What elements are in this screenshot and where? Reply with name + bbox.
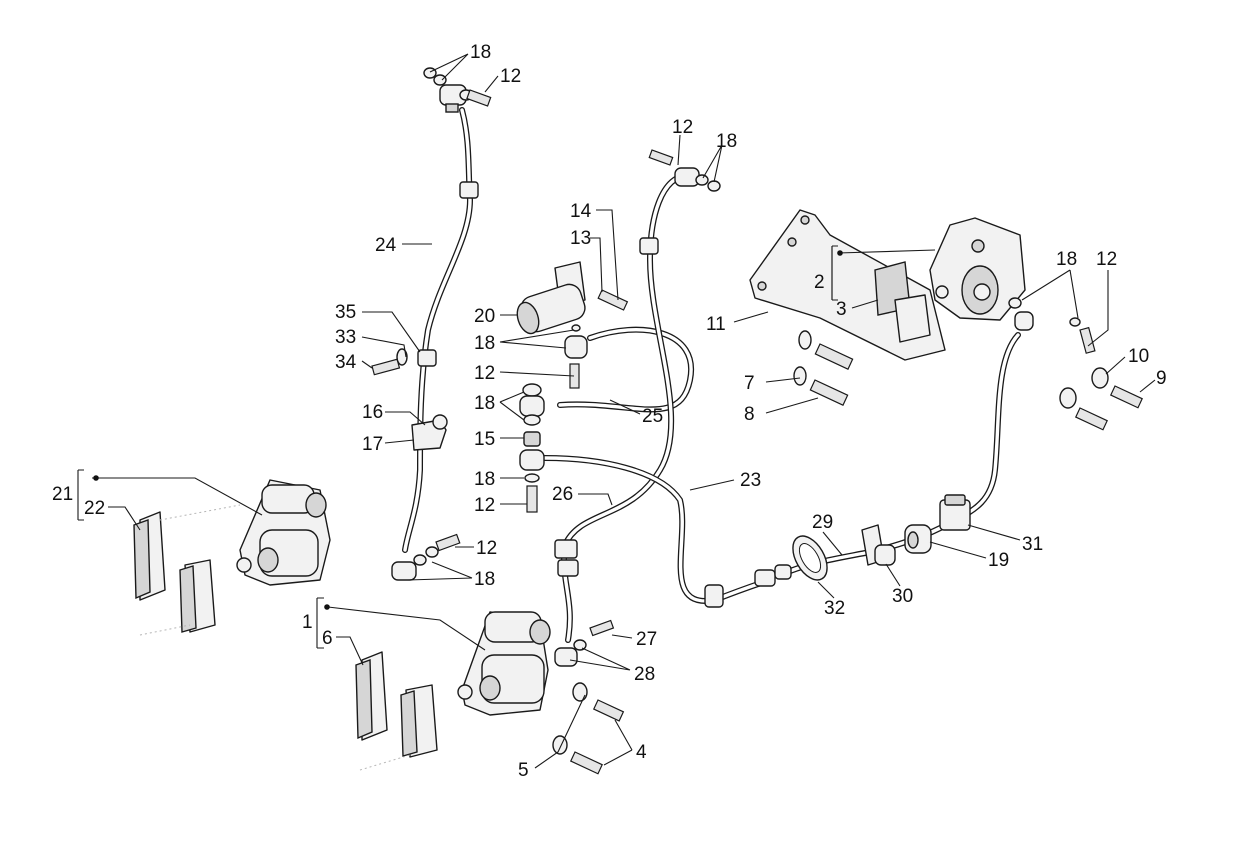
pressure-switch-20 bbox=[516, 261, 629, 335]
callout-12-center: 12 bbox=[474, 363, 495, 384]
caliper-bolt-9-10 bbox=[1059, 367, 1143, 431]
callout-12-center-b: 12 bbox=[474, 495, 495, 516]
callout-4: 4 bbox=[636, 742, 647, 763]
brake-pads-6 bbox=[355, 651, 438, 758]
callout-21: 21 bbox=[52, 484, 73, 505]
banjo-fitting-top-left bbox=[423, 67, 492, 113]
callout-18-center-c: 18 bbox=[474, 469, 495, 490]
callout-11: 11 bbox=[706, 314, 726, 335]
callout-3: 3 bbox=[836, 299, 847, 320]
callout-31: 31 bbox=[1022, 534, 1043, 555]
banjo-fitting-top-middle bbox=[648, 149, 721, 192]
callout-18-lower-left: 18 bbox=[474, 569, 495, 590]
callout-25: 25 bbox=[642, 406, 663, 427]
banjo-fitting-27-28 bbox=[554, 619, 615, 667]
callout-15: 15 bbox=[474, 429, 495, 450]
hose-clamp-31 bbox=[939, 494, 971, 531]
callout-6: 6 bbox=[322, 628, 333, 649]
banjo-fitting-rear bbox=[1008, 297, 1096, 354]
brake-pads-22 bbox=[133, 511, 216, 633]
pad-guide-line-left bbox=[139, 504, 241, 636]
callout-18-top-middle: 18 bbox=[716, 131, 737, 152]
caliper-bolt-4-upper bbox=[572, 682, 625, 722]
callout-12-top-left: 12 bbox=[500, 66, 521, 87]
callout-12-top-middle: 12 bbox=[672, 117, 693, 138]
hose-grommet-35 bbox=[417, 349, 437, 367]
callout-20: 20 bbox=[474, 306, 495, 327]
callout-5: 5 bbox=[518, 760, 529, 781]
hose-guide-16-17 bbox=[411, 414, 448, 451]
pad-guide-line-center bbox=[359, 754, 411, 771]
callout-1: 1 bbox=[302, 612, 313, 633]
callout-28: 28 bbox=[634, 664, 655, 685]
callout-24: 24 bbox=[375, 235, 397, 256]
callout-23: 23 bbox=[740, 470, 761, 491]
caliper-bolt-4-lower bbox=[552, 735, 603, 775]
brake-hose-24 bbox=[402, 107, 473, 553]
sensor-ring-32 bbox=[792, 535, 828, 581]
caliper-bracket-11 bbox=[749, 209, 946, 361]
callout-labels: 18 12 12 18 14 13 24 20 35 33 34 18 12 1… bbox=[52, 42, 1167, 781]
group-dot-2 bbox=[837, 250, 843, 256]
callout-18-top-left: 18 bbox=[470, 42, 491, 63]
callout-18-center-b: 18 bbox=[474, 393, 495, 414]
callout-27: 27 bbox=[636, 629, 657, 650]
callout-7: 7 bbox=[744, 373, 755, 394]
leader-lines bbox=[77, 53, 1156, 769]
hose-guide-19 bbox=[904, 524, 932, 554]
brake-hose-25 bbox=[557, 326, 695, 413]
callout-14: 14 bbox=[570, 201, 592, 222]
callout-9: 9 bbox=[1156, 368, 1167, 389]
callout-29: 29 bbox=[812, 512, 833, 533]
callout-35: 35 bbox=[335, 302, 356, 323]
group-dot-1 bbox=[324, 604, 330, 610]
banjo-stack-center bbox=[519, 324, 588, 513]
callout-30: 30 bbox=[892, 586, 913, 607]
callout-13: 13 bbox=[570, 228, 591, 249]
callout-33: 33 bbox=[335, 327, 356, 348]
callout-12-lower-left: 12 bbox=[476, 538, 497, 559]
callout-34: 34 bbox=[335, 352, 357, 373]
group-dot-21 bbox=[93, 475, 99, 481]
callout-26: 26 bbox=[552, 484, 573, 505]
banjo-fitting-lower-left bbox=[391, 533, 461, 581]
callout-19: 19 bbox=[988, 550, 1009, 571]
callout-12-right: 12 bbox=[1096, 249, 1117, 270]
callout-16: 16 bbox=[362, 402, 383, 423]
hose-union-23-end bbox=[704, 564, 792, 608]
hose-clip-upper bbox=[459, 181, 479, 199]
callout-10: 10 bbox=[1128, 346, 1149, 367]
brake-caliper-21 bbox=[236, 479, 331, 586]
brake-caliper-1 bbox=[457, 611, 551, 716]
hose-clip-middle bbox=[639, 237, 659, 255]
callout-17: 17 bbox=[362, 434, 383, 455]
callout-32: 32 bbox=[824, 598, 845, 619]
bracket-bolt-8 bbox=[793, 366, 849, 406]
bracket-bolt-7 bbox=[798, 330, 854, 370]
callout-22: 22 bbox=[84, 498, 105, 519]
bolt-34 bbox=[371, 348, 408, 376]
callout-18-right: 18 bbox=[1056, 249, 1077, 270]
bracket-30 bbox=[861, 524, 896, 566]
brake-hose-23 bbox=[542, 455, 773, 604]
callout-8: 8 bbox=[744, 404, 755, 425]
hose-clip-lower bbox=[554, 539, 579, 577]
callout-18-center-a: 18 bbox=[474, 333, 495, 354]
callout-2: 2 bbox=[814, 272, 825, 293]
brake-hose-rear bbox=[777, 332, 1021, 578]
rear-brake-caliper-2 bbox=[929, 217, 1026, 321]
